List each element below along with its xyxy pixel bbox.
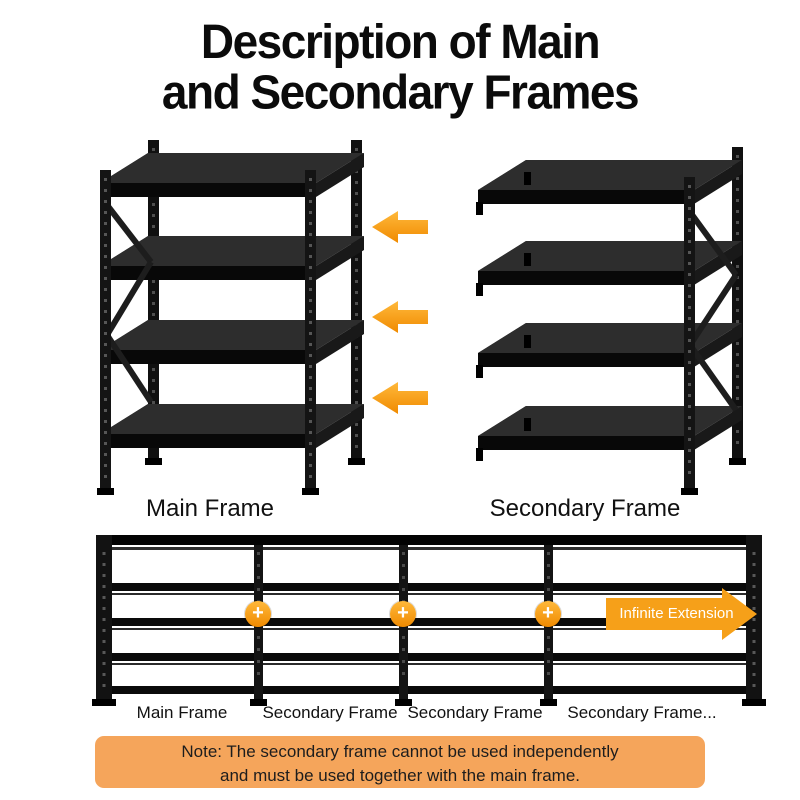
note-banner: Note: The secondary frame cannot be used… bbox=[95, 736, 705, 788]
mounting-brackets bbox=[476, 172, 531, 461]
plus-icon: + bbox=[390, 601, 416, 627]
title-line-2: and Secondary Frames bbox=[161, 64, 640, 119]
rack-feet bbox=[92, 699, 766, 706]
attach-arrow-icon bbox=[372, 211, 428, 243]
rack-feet bbox=[97, 458, 365, 495]
rack-back-posts bbox=[148, 140, 362, 460]
plus-icon: + bbox=[245, 601, 271, 627]
extension-arrow-icon bbox=[606, 588, 757, 640]
note-line-1: Note: The secondary frame cannot be used… bbox=[181, 742, 619, 761]
rack-front-post bbox=[684, 177, 695, 490]
title-line-1: Description of Main bbox=[200, 13, 601, 69]
main-frame-label: Main Frame bbox=[145, 495, 275, 522]
rack-back-post bbox=[732, 147, 743, 460]
attach-arrow-icon bbox=[372, 382, 428, 414]
page-title: Description of Main and Secondary Frames bbox=[0, 16, 800, 117]
bay-label-secondary-3: Secondary Frame... bbox=[567, 703, 717, 722]
rack-feet bbox=[681, 458, 746, 495]
note-line-2: and must be used together with the main … bbox=[219, 766, 581, 785]
infinite-extension-label: Infinite Extension bbox=[619, 605, 734, 622]
bay-label-main: Main Frame bbox=[136, 703, 228, 722]
bay-label-secondary-1: Secondary Frame bbox=[262, 703, 398, 722]
rack-side-braces bbox=[104, 203, 154, 404]
main-frame-illustration bbox=[97, 140, 365, 495]
top-beam bbox=[96, 535, 762, 545]
rack-shelves bbox=[100, 153, 364, 448]
rack-shelves bbox=[478, 160, 742, 450]
beam-lips bbox=[106, 593, 750, 665]
secondary-frame-illustration bbox=[476, 147, 746, 495]
bay-label-secondary-2: Secondary Frame bbox=[407, 703, 543, 722]
attach-arrows bbox=[372, 211, 428, 414]
rack-side-braces bbox=[687, 210, 739, 412]
shelf-beams bbox=[106, 583, 750, 694]
plus-icon: + bbox=[535, 601, 561, 627]
secondary-frame-label: Secondary Frame bbox=[489, 495, 681, 522]
rack-front-posts bbox=[100, 170, 316, 490]
attach-arrow-icon bbox=[372, 301, 428, 333]
extended-rack-illustration bbox=[92, 535, 766, 706]
